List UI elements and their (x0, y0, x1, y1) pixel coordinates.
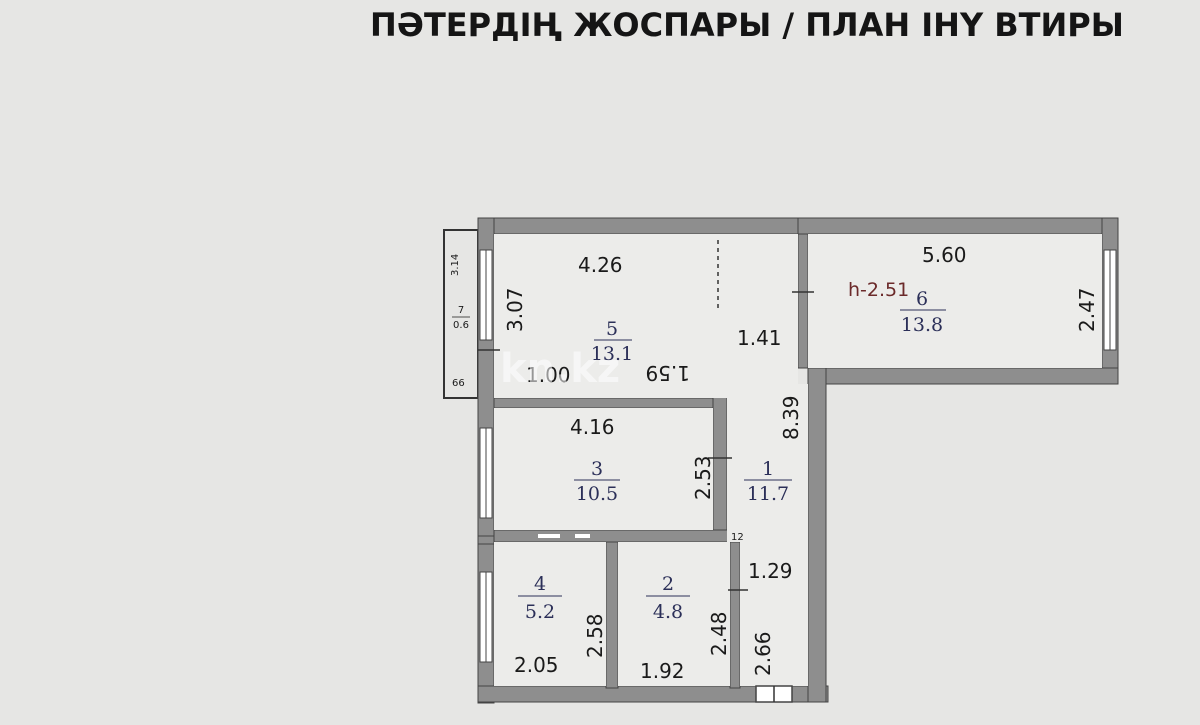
dim-r5-seg-b: 1.59 (645, 361, 690, 385)
room-floors (494, 234, 1102, 686)
plan-title: ПӘТЕРДІҢ ЖОСПАРЫ / ПЛАН ІНҮ ВТИРЫ (370, 6, 1124, 44)
room-4-number: 4 (534, 573, 546, 595)
dim-balcony-length: 3.14 (450, 254, 461, 276)
room-5-area: 13.1 (591, 343, 633, 365)
dim-r5-seg-a: 1.00 (526, 363, 571, 387)
dim-hall-height: 2.66 (751, 631, 775, 676)
dim-corridor-length: 8.39 (779, 395, 803, 440)
room-2-area: 4.8 (653, 601, 683, 623)
room-labels: 5 13.1 6 13.8 3 10.5 1 11.7 4 5.2 2 4.8 … (452, 279, 946, 623)
dim-balcony-width: 66 (452, 378, 465, 389)
room-1-number: 1 (762, 458, 774, 480)
dim-r2-width: 1.92 (640, 659, 685, 683)
room-7-area: 0.6 (453, 320, 469, 331)
watermark-logo: kn.kz (500, 346, 620, 392)
room-4-area: 5.2 (525, 601, 555, 623)
dim-r6-height: 2.47 (1075, 287, 1099, 332)
ceiling-height-note: h-2.51 (848, 279, 909, 301)
room-3-number: 3 (591, 458, 603, 480)
dim-hall-width: 1.29 (748, 559, 793, 583)
dim-r5-width: 4.26 (578, 253, 623, 277)
windows (479, 249, 1117, 663)
dim-r3-height: 2.53 (691, 455, 715, 500)
dim-r4-width: 2.05 (514, 653, 559, 677)
door-markers (478, 240, 814, 703)
dim-r3-width: 4.16 (570, 415, 615, 439)
dim-small-mark: 12 (731, 532, 744, 543)
room-6-area: 13.8 (901, 314, 943, 336)
room-7-number: 7 (458, 305, 464, 316)
room-5-number: 5 (606, 318, 618, 340)
dim-r2-height: 2.48 (707, 611, 731, 656)
room-6-number: 6 (916, 288, 928, 310)
dimension-labels: 4.26 3.07 1.00 1.59 5.60 2.47 1.41 8.39 … (450, 243, 1099, 683)
dim-r5-height: 3.07 (503, 287, 527, 332)
dim-corridor-top: 1.41 (737, 326, 782, 350)
room-2-number: 2 (662, 573, 674, 595)
room-3-area: 10.5 (576, 483, 618, 505)
room-1-area: 11.7 (747, 483, 789, 505)
dim-r4-height: 2.58 (583, 613, 607, 658)
dim-r6-width: 5.60 (922, 243, 967, 267)
